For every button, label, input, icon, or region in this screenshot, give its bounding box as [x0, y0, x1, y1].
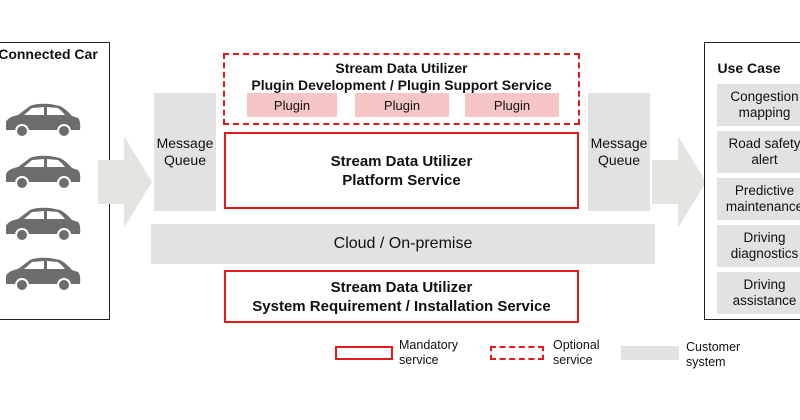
optional-service-title-line1: Stream Data Utilizer [335, 60, 468, 76]
car-icon [6, 103, 81, 138]
use-case-item: Driving diagnostics [717, 225, 800, 267]
message-queue-left: Message Queue [154, 93, 216, 211]
plugin-box: Plugin [247, 93, 337, 117]
platform-service-line2: Platform Service [342, 171, 461, 189]
use-case-item: Predictive maintenance [717, 178, 800, 220]
system-requirement-service: Stream Data Utilizer System Requirement … [224, 270, 579, 323]
message-queue-right: Message Queue [588, 93, 650, 211]
legend-mandatory-swatch [335, 346, 393, 360]
car-icon [6, 257, 81, 292]
plugin-box: Plugin [355, 93, 449, 117]
platform-service: Stream Data Utilizer Platform Service [224, 132, 579, 209]
connected-car-title: Connected Car [0, 46, 98, 62]
use-case-title: Use Case [717, 60, 781, 76]
system-service-line1: Stream Data Utilizer [330, 278, 473, 296]
flow-arrow-right [652, 136, 706, 228]
legend-optional-label: Optional service [553, 338, 600, 367]
use-case-item: Congestion mapping [717, 84, 800, 126]
car-icon [6, 207, 81, 242]
legend-optional-swatch [490, 346, 544, 360]
legend-mandatory-label: Mandatory service [399, 338, 459, 367]
car-icon [6, 155, 81, 190]
use-case-item: Road safety alert [717, 131, 800, 173]
cloud-on-premise: Cloud / On-premise [151, 224, 655, 264]
optional-service-title-line2: Plugin Development / Plugin Support Serv… [251, 77, 552, 93]
legend-customer-label: Customer system [686, 340, 741, 369]
legend-customer-swatch [621, 346, 679, 360]
system-service-line2: System Requirement / Installation Servic… [252, 297, 551, 315]
platform-service-line1: Stream Data Utilizer [330, 152, 473, 170]
use-case-item: Driving assistance [717, 272, 800, 314]
plugin-box: Plugin [465, 93, 559, 117]
flow-arrow-left [98, 136, 152, 228]
